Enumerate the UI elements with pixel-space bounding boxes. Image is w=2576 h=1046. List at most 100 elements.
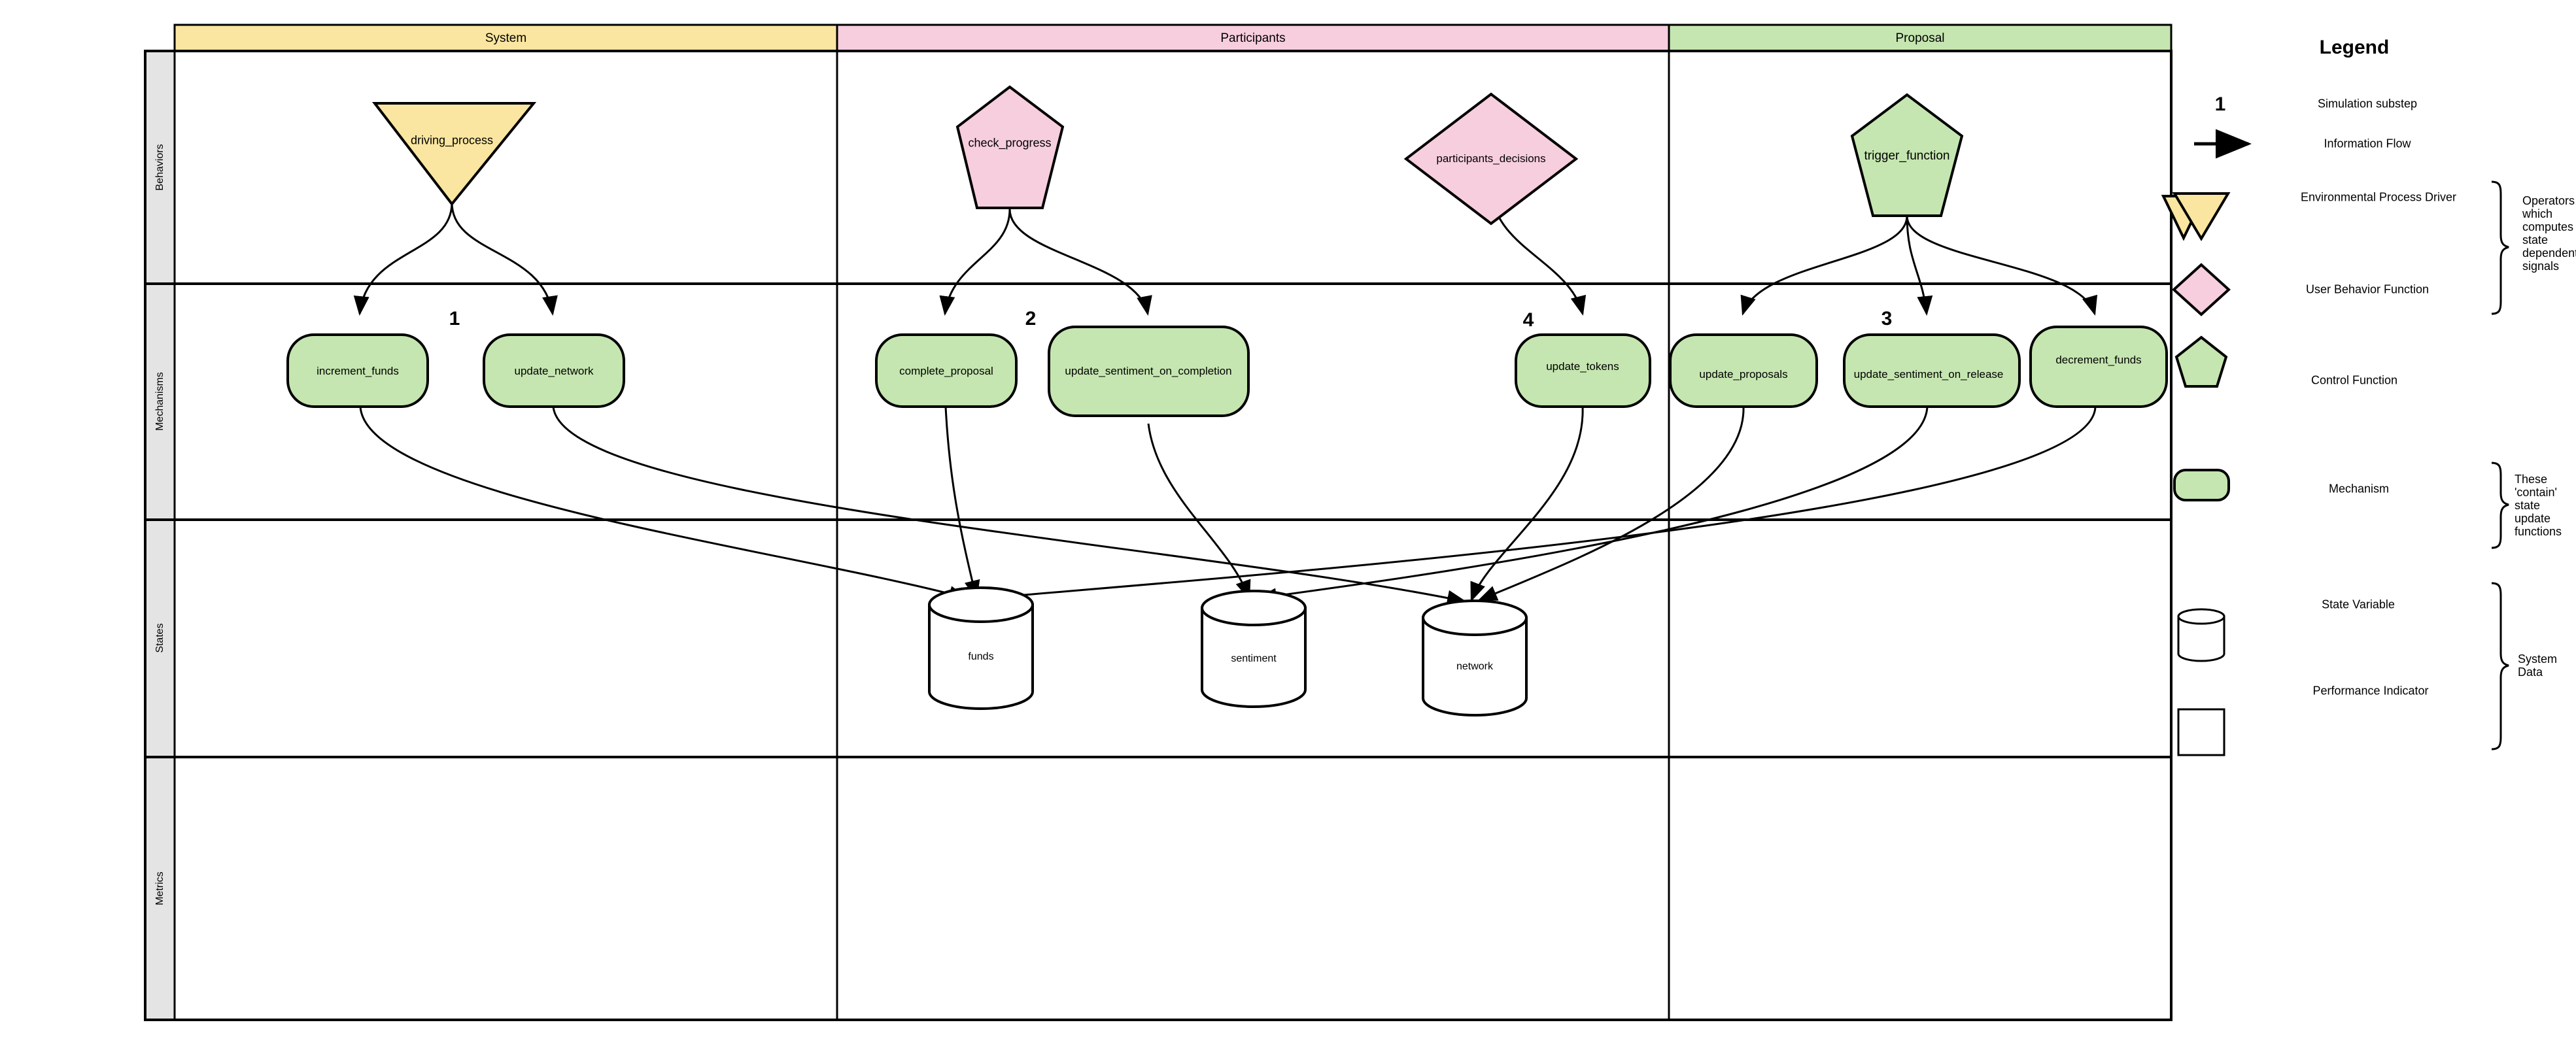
substep-label-4: 4	[1522, 309, 1534, 331]
behavior-shape-participants_decisions[interactable]	[1403, 92, 1579, 226]
behavior-label-trigger_function: trigger_function	[1864, 149, 1950, 163]
mechanism-shape-update_network[interactable]	[483, 333, 625, 408]
state-label-network: network	[1456, 661, 1494, 672]
brace-line: Operators	[2522, 194, 2575, 207]
arrow-update_network-to-network	[552, 406, 1467, 606]
legend-cylinder-icon	[2177, 608, 2225, 662]
arrow-increment_funds-to-funds	[359, 406, 969, 601]
column-header-label-proposal: Proposal	[1895, 31, 1945, 45]
legend-symbols	[2161, 129, 2509, 756]
brace-line: functions	[2515, 525, 2562, 538]
row-label-metrics: Metrics	[154, 871, 165, 905]
arrow-driving_process-to-update_network	[451, 202, 558, 316]
legend-brace-text-operators: Operators which computes state dependent…	[2522, 194, 2576, 273]
flow-arrows-behaviors-to-mechanisms	[353, 189, 2097, 316]
arrow-trigger_function-to-decrement_funds	[1906, 215, 2097, 316]
row-label-behaviors: Behaviors	[154, 144, 165, 191]
mechanism-shapes	[286, 326, 2168, 417]
legend-label-user-behavior-function: User Behavior Function	[2305, 282, 2430, 296]
legend-label-state-variable: State Variable	[2322, 598, 2395, 611]
legend-brace-system-data	[2491, 582, 2509, 751]
column-header-label-system: System	[485, 31, 527, 45]
brace-line: dependent	[2522, 246, 2576, 260]
brace-line: signals	[2522, 260, 2560, 273]
brace-line: state	[2515, 499, 2541, 512]
brace-line: System	[2518, 652, 2558, 666]
arrow-trigger_function-to-update_proposals	[1740, 215, 1908, 316]
legend-label-mechanism: Mechanism	[2328, 482, 2390, 496]
state-shapes	[928, 586, 1528, 717]
mechanism-shape-update_sentiment_on_completion[interactable]	[1048, 326, 1250, 417]
mechanism-label-decrement_funds: decrement_funds	[2055, 354, 2142, 366]
legend-brace-mechanism	[2491, 462, 2509, 549]
legend-label-information-flow: Information Flow	[2324, 137, 2411, 150]
arrow-update_sentiment_on_completion-to-sentiment	[1147, 423, 1251, 600]
state-shape-funds[interactable]	[928, 586, 1034, 710]
brace-line: These	[2515, 473, 2548, 486]
substep-label-2: 2	[1025, 308, 1037, 329]
legend-label-performance-indicator: Performance Indicator	[2312, 684, 2429, 698]
mechanism-label-increment_funds: increment_funds	[317, 365, 399, 377]
legend-symbol-substep-number: 1	[2214, 93, 2226, 115]
legend-rect-icon	[2177, 708, 2225, 756]
mechanism-label-update_sentiment_on_release: update_sentiment_on_release	[1853, 368, 2004, 380]
legend-pentagon-icon	[2174, 335, 2228, 388]
state-shape-network[interactable]	[1422, 599, 1528, 717]
mechanism-shape-update_proposals[interactable]	[1669, 333, 1818, 408]
legend-label-control-function: Control Function	[2310, 373, 2398, 387]
behavior-label-check_progress: check_progress	[968, 136, 1052, 150]
swimlane-grid	[144, 24, 2172, 1021]
mechanism-label-complete_proposal: complete_proposal	[899, 365, 993, 377]
brace-line: Data	[2518, 666, 2543, 679]
legend-triangle-down-icon-main	[2172, 192, 2231, 241]
row-label-mechanisms: Mechanisms	[154, 372, 165, 431]
arrow-update_sentiment_on_release-to-sentiment	[1257, 406, 1929, 604]
arrow-update_tokens-to-network	[1470, 406, 1584, 602]
behavior-shape-driving_process[interactable]	[371, 102, 537, 207]
brace-line: state	[2522, 233, 2549, 246]
arrow-complete_proposal-to-funds	[944, 406, 980, 600]
arrow-driving_process-to-increment_funds	[353, 202, 453, 316]
grid-body	[144, 50, 2172, 1021]
arrow-decrement_funds-to-funds	[984, 406, 2097, 605]
arrow-update_proposals-to-network	[1477, 406, 1745, 601]
brace-line: update	[2515, 512, 2551, 525]
state-shape-sentiment[interactable]	[1201, 590, 1307, 708]
legend-diamond-icon	[2172, 263, 2231, 316]
legend-brace-text-mechanism: These 'contain' state update functions	[2515, 473, 2562, 538]
legend-label-simulation-substep: Simulation substep	[2317, 97, 2418, 110]
mechanism-label-update_network: update_network	[514, 365, 594, 377]
column-header-label-participants: Participants	[1220, 31, 1286, 45]
state-label-funds: funds	[968, 651, 994, 662]
mechanism-shape-update_tokens[interactable]	[1515, 333, 1651, 408]
brace-line: computes	[2522, 220, 2574, 233]
arrow-check_progress-to-update_sentiment_on_completion	[1008, 209, 1152, 316]
brace-line: which	[2522, 207, 2553, 220]
behavior-shapes	[371, 85, 1964, 226]
brace-line: 'contain'	[2515, 486, 2557, 499]
legend-title: Legend	[2319, 37, 2390, 58]
legend-rounded-rect-icon	[2173, 469, 2230, 501]
behavior-shape-check_progress[interactable]	[955, 85, 1065, 209]
legend-label-environmental-process-driver: Environmental Process Driver	[2300, 190, 2457, 204]
mechanism-shape-increment_funds[interactable]	[286, 333, 429, 408]
behavior-shape-trigger_function[interactable]	[1850, 93, 1964, 217]
behavior-label-participants_decisions: participants_decisions	[1436, 152, 1546, 165]
behavior-label-driving_process: driving_process	[410, 133, 494, 147]
mechanism-label-update_sentiment_on_completion: update_sentiment_on_completion	[1065, 365, 1232, 377]
mechanism-shape-update_sentiment_on_release[interactable]	[1843, 333, 2021, 408]
mechanism-label-update_tokens: update_tokens	[1546, 360, 1619, 373]
substep-label-1: 1	[449, 308, 460, 329]
mechanism-shape-decrement_funds[interactable]	[2029, 326, 2168, 408]
row-label-states: States	[154, 623, 165, 653]
arrow-check_progress-to-complete_proposal	[939, 209, 1011, 316]
substep-label-3: 3	[1881, 308, 1893, 329]
mechanism-label-update_proposals: update_proposals	[1699, 368, 1788, 380]
flow-arrows-mechanisms-to-states	[359, 406, 2097, 606]
legend-brace-text-system-data: System Data	[2518, 652, 2557, 679]
legend-brace-operators	[2491, 180, 2509, 315]
arrow-trigger_function-to-update_sentiment_on_release	[1906, 215, 1933, 316]
mechanism-shape-complete_proposal[interactable]	[875, 333, 1018, 408]
